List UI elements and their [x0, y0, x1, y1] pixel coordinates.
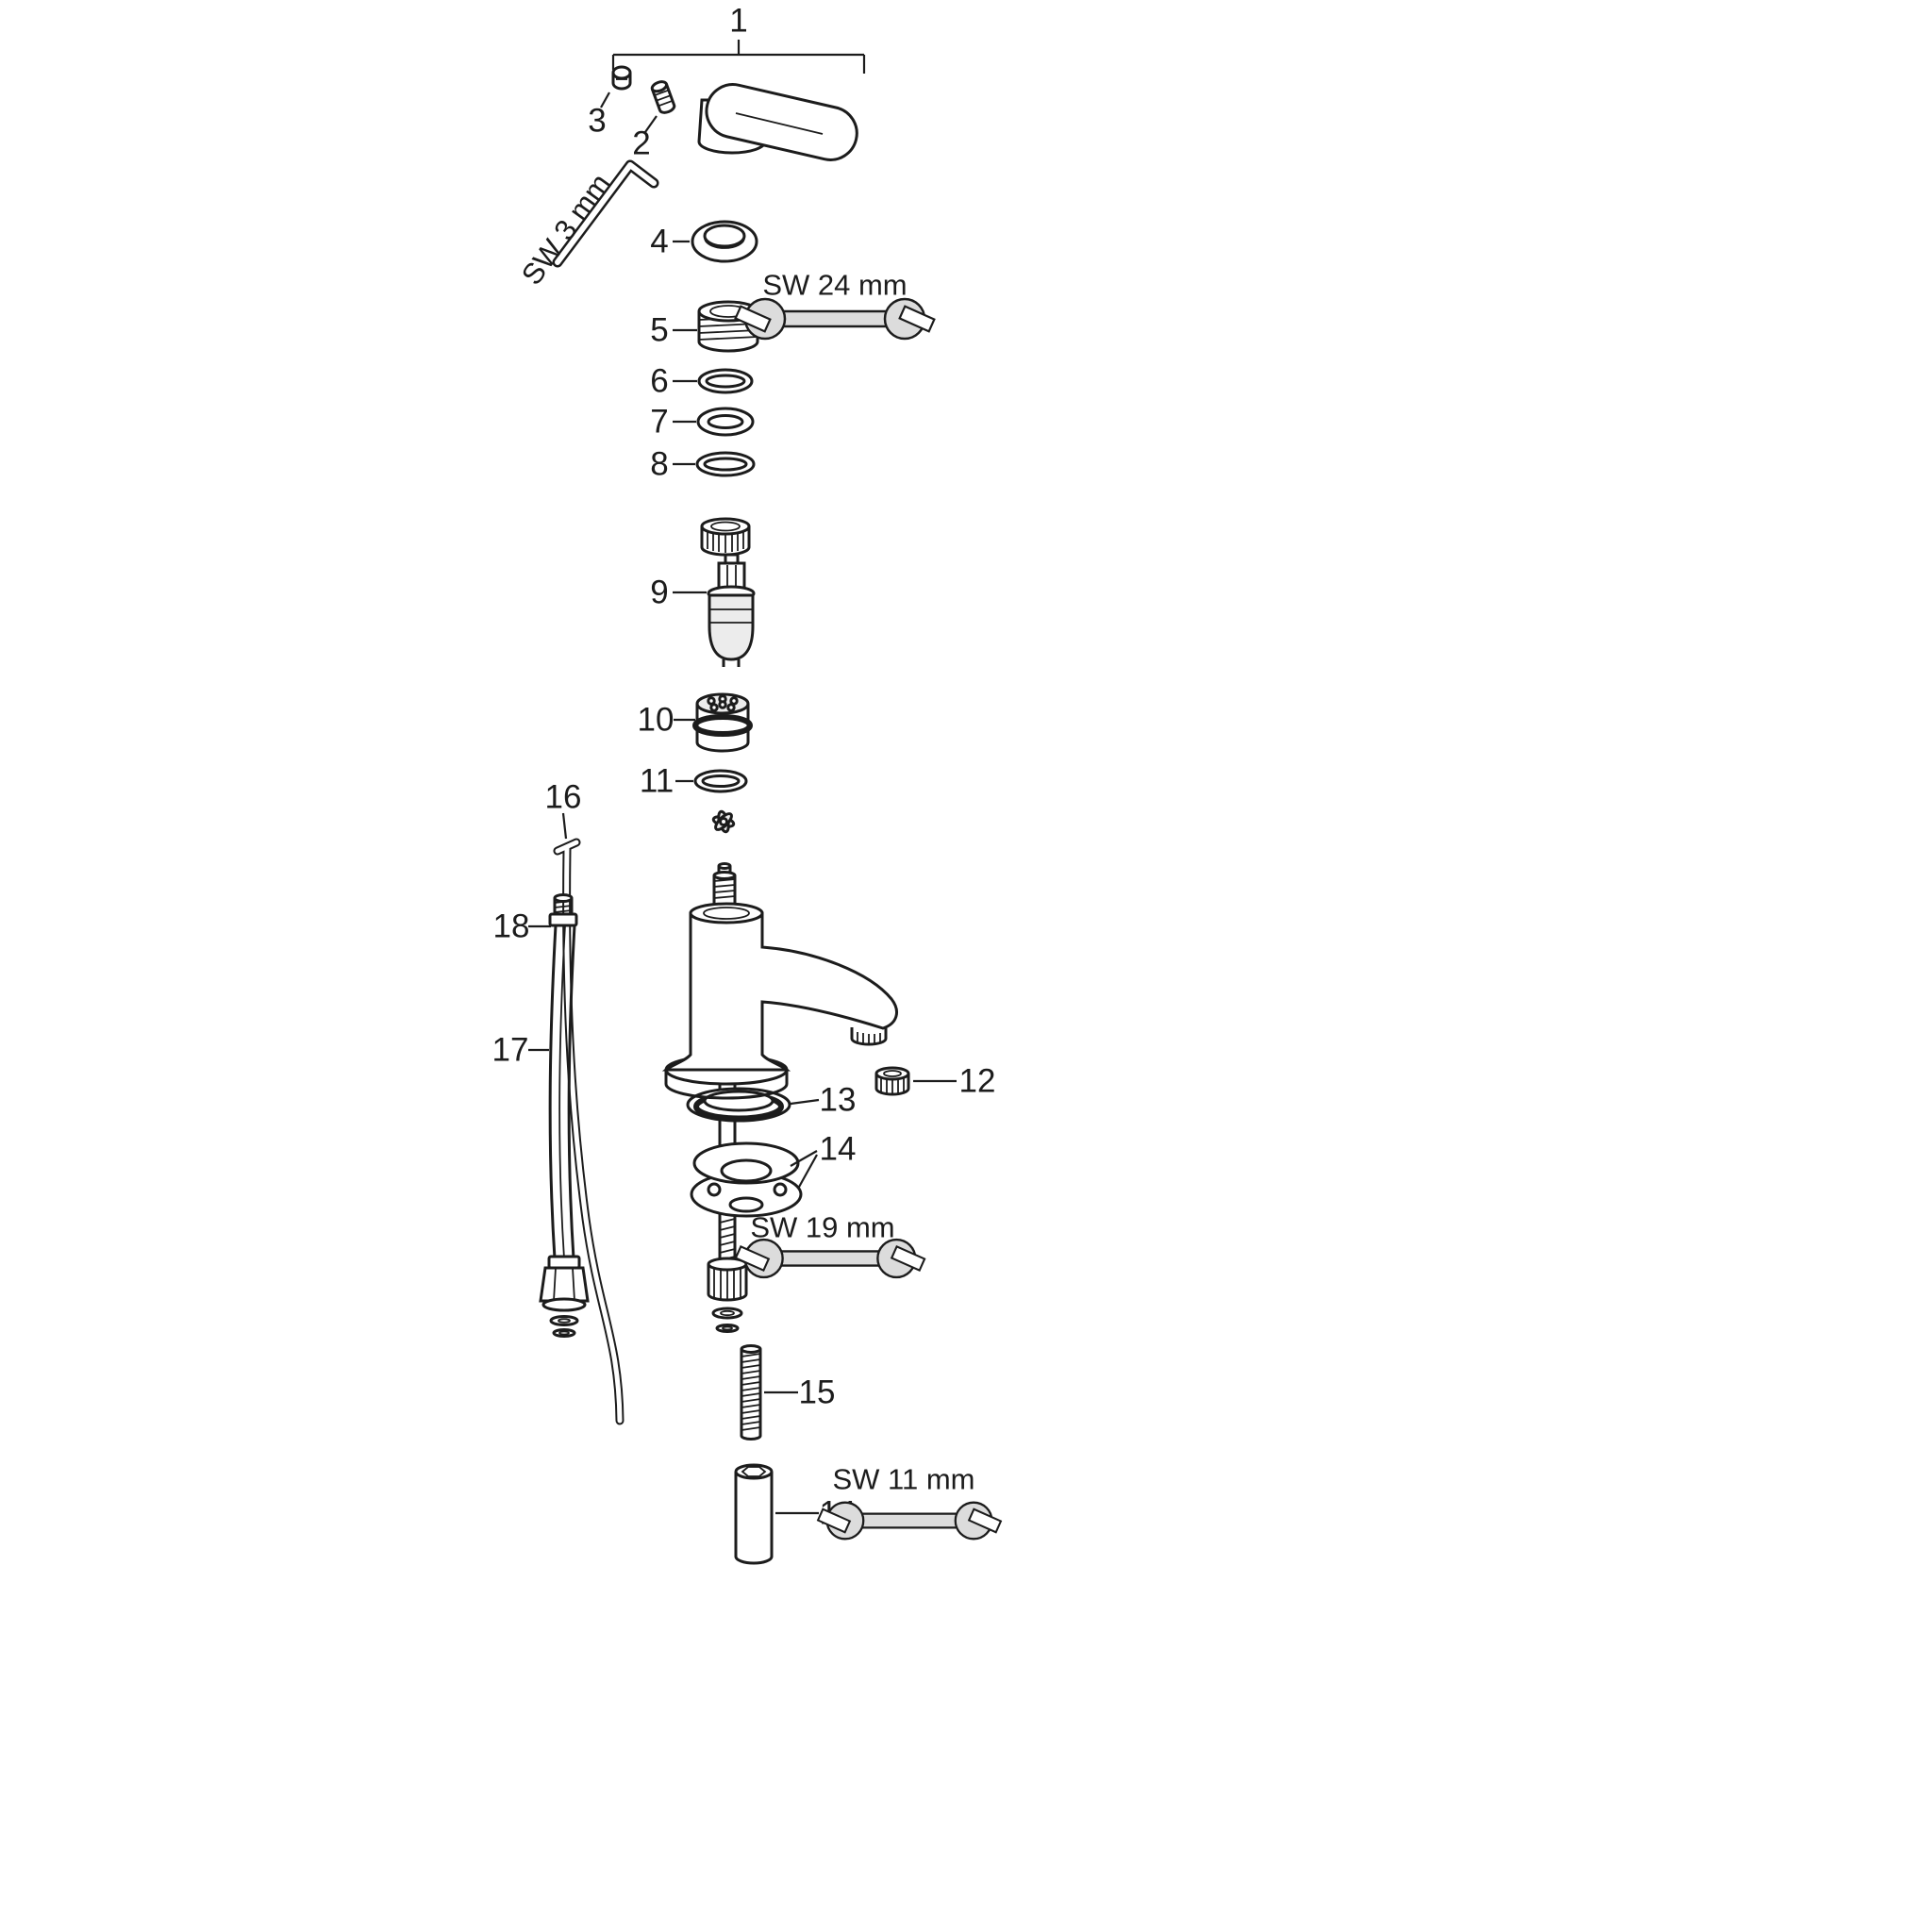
- part-mounting-bracket: 14: [690, 1131, 857, 1218]
- callout-14-label: 14: [820, 1131, 857, 1168]
- allen-key-size-label: SW 3 mm: [515, 168, 617, 291]
- callout-1-label: 1: [729, 3, 747, 40]
- callout-13-label: 13: [820, 1082, 857, 1119]
- callout-11-label: 11: [640, 763, 674, 800]
- callout-16-label: 16: [545, 779, 582, 816]
- callout-12-label: 12: [959, 1063, 996, 1100]
- wrench-11-tool: SW 11 mm: [816, 1463, 1003, 1541]
- callout-4-label: 4: [650, 224, 668, 260]
- callout-2-label: 2: [632, 125, 650, 162]
- part-supply-hose: 18 17: [492, 893, 590, 1338]
- allen-key-tool: SW 3 mm: [515, 159, 659, 291]
- callout-10-label: 10: [638, 702, 675, 739]
- wrench-24-size-label: SW 24 mm: [762, 269, 907, 302]
- part-o-ring-11: 11: [640, 763, 748, 800]
- callout-18-label: 18: [493, 908, 530, 945]
- part-cap-ring: 4: [650, 220, 758, 263]
- wrench-19-size-label: SW 19 mm: [750, 1211, 894, 1244]
- callout-5-label: 5: [650, 312, 668, 349]
- part-o-ring-7: 7: [650, 404, 755, 441]
- callout-8-label: 8: [650, 446, 668, 483]
- part-pin: 2: [632, 80, 676, 162]
- callout-9-label: 9: [650, 575, 668, 611]
- part-cartridge: 9: [650, 553, 756, 667]
- wrench-24-tool: SW 24 mm: [734, 269, 936, 341]
- callout-6-label: 6: [650, 363, 668, 400]
- part-flow-insert: 10: [638, 692, 753, 753]
- part-lever-handle: [697, 83, 858, 161]
- part-o-ring-6: 6: [650, 363, 754, 400]
- callout-15-label: 15: [799, 1374, 836, 1411]
- faucet-stud-and-nut: [707, 1218, 748, 1333]
- wrench-11-size-label: SW 11 mm: [833, 1463, 975, 1496]
- part-aerator-nut: 12: [874, 1063, 996, 1100]
- part-star-clip: [711, 809, 736, 834]
- wrench-19-tool: SW 19 mm: [734, 1211, 926, 1279]
- callout-3-label: 3: [588, 103, 606, 140]
- callout-1: 1: [611, 3, 866, 74]
- part-threaded-rod: 15: [740, 1344, 836, 1441]
- callout-17-label: 17: [492, 1032, 529, 1069]
- callout-7-label: 7: [650, 404, 668, 441]
- part-pull-rod: 16: [545, 779, 625, 1425]
- part-base-seal-ring: 13: [686, 1082, 857, 1123]
- part-faucet-body: [661, 862, 898, 1100]
- part-grub-screw: 3: [588, 65, 632, 140]
- part-knurled-ring: [700, 517, 751, 557]
- part-o-ring-8: 8: [650, 446, 756, 483]
